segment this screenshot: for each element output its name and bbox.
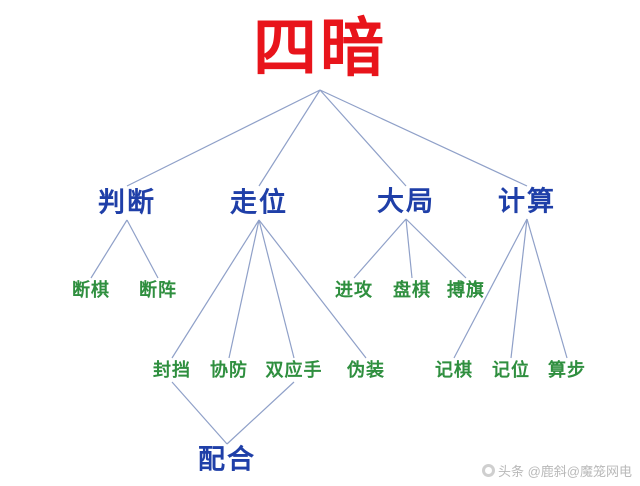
node-level2-xiefang: 协防 (210, 360, 248, 380)
node-level1-zouwei: 走位 (230, 187, 288, 218)
node-root: 四暗 (253, 12, 387, 84)
node-level2-duanzhen: 断阵 (139, 280, 177, 300)
node-bottom-peihe: 配合 (198, 444, 256, 475)
edge-fengdang-peihe (171, 381, 228, 445)
watermark-logo-icon (481, 464, 495, 477)
node-level1-panduan: 判断 (98, 187, 156, 218)
edge-daju-panqi (405, 218, 413, 279)
node-level2-panqi: 盘棋 (393, 280, 431, 300)
edge-root-daju (319, 89, 407, 187)
edge-jisuan-jiqi (453, 218, 528, 359)
node-level2-jiqi: 记棋 (435, 360, 473, 380)
watermark: 头条 @鹿斜@魔笼网电 (481, 461, 632, 480)
node-level2-shuangyingshou: 双应手 (265, 360, 323, 380)
edge-root-zouwei (258, 89, 321, 187)
edge-zouwei-shuangyingshou (258, 219, 295, 359)
node-level1-jisuan: 计算 (498, 186, 556, 217)
edge-root-panduan (126, 89, 321, 187)
edge-zouwei-fengdang (171, 219, 260, 359)
edge-daju-boqi (405, 218, 467, 279)
edge-jisuan-jiwei (510, 218, 528, 359)
edge-jisuan-suanbu (526, 218, 568, 359)
edge-shuangyingshou-peihe (226, 381, 295, 445)
edge-panduan-duanqi (90, 219, 128, 279)
node-level2-fengdang: 封挡 (153, 360, 191, 380)
edge-panduan-duanzhen (126, 219, 159, 279)
node-level2-boqi: 搏旗 (447, 280, 485, 300)
node-level2-jiwei: 记位 (492, 360, 530, 380)
node-level2-duanqi: 断棋 (72, 280, 110, 300)
edge-daju-jingong (353, 218, 407, 279)
edge-zouwei-weizhuang (258, 219, 367, 359)
node-level2-weizhuang: 伪装 (347, 360, 385, 380)
edge-zouwei-xiefang (228, 219, 260, 359)
node-level2-jingong: 进攻 (335, 280, 373, 300)
edge-root-jisuan (319, 89, 528, 187)
node-level1-daju: 大局 (377, 186, 435, 217)
node-level2-suanbu: 算步 (548, 360, 586, 380)
watermark-text: 头条 @鹿斜@魔笼网电 (497, 464, 632, 479)
